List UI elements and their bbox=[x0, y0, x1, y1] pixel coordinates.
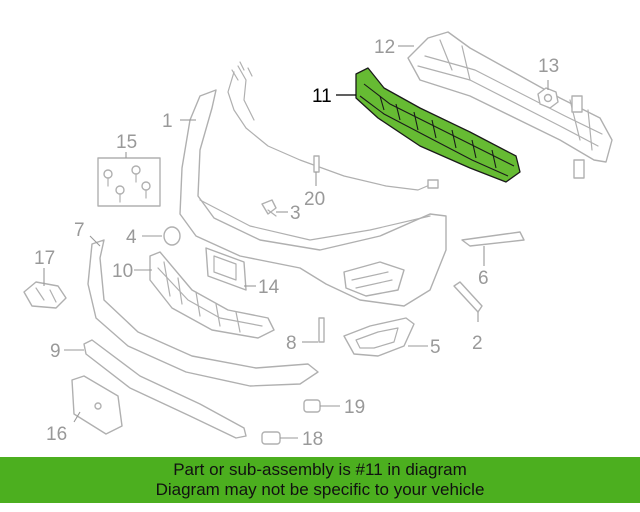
part-5-fog-bezel[interactable] bbox=[343, 317, 415, 357]
callout-4: 4 bbox=[126, 227, 137, 248]
callout-2: 2 bbox=[472, 333, 483, 354]
banner-line-2: Diagram may not be specific to your vehi… bbox=[155, 480, 485, 499]
callout-9: 9 bbox=[50, 341, 61, 362]
callout-18: 18 bbox=[302, 429, 323, 450]
part-7-lower-deflector[interactable] bbox=[87, 239, 319, 387]
part-15-bolt-kit[interactable] bbox=[97, 157, 161, 207]
part-4-cap[interactable] bbox=[163, 226, 181, 246]
part-17-bracket[interactable] bbox=[23, 281, 67, 309]
callout-1: 1 bbox=[162, 111, 173, 132]
callout-5: 5 bbox=[430, 337, 441, 358]
leader-7 bbox=[89, 235, 101, 247]
part-14-license-bracket[interactable] bbox=[205, 247, 247, 291]
callout-17: 17 bbox=[34, 248, 55, 269]
callout-19: 19 bbox=[344, 397, 365, 418]
leader-16 bbox=[73, 411, 81, 423]
part-3-push-pin[interactable] bbox=[261, 199, 277, 217]
callout-6: 6 bbox=[478, 268, 489, 289]
callout-14: 14 bbox=[258, 277, 280, 298]
part-1-bumper-cover[interactable] bbox=[179, 89, 447, 307]
part-9-lower-lip[interactable] bbox=[83, 339, 247, 439]
callout-10: 10 bbox=[112, 261, 133, 282]
parts-diagram: 1 2 3 4 5 6 7 8 9 10 11 12 13 14 15 16 1… bbox=[23, 31, 613, 450]
callout-15: 15 bbox=[116, 132, 137, 153]
part-16-shield[interactable] bbox=[71, 375, 123, 435]
part-notice-banner: Part or sub-assembly is #11 in diagram D… bbox=[0, 457, 640, 503]
banner-line-1: Part or sub-assembly is #11 in diagram bbox=[173, 460, 467, 479]
part-13-nut[interactable] bbox=[537, 87, 559, 109]
callout-7: 7 bbox=[74, 220, 85, 241]
callout-16: 16 bbox=[46, 424, 67, 445]
part-10-lower-grille[interactable] bbox=[149, 251, 275, 339]
callout-20: 20 bbox=[304, 189, 325, 210]
callout-13: 13 bbox=[538, 56, 559, 77]
callout-12: 12 bbox=[374, 37, 395, 58]
callout-8: 8 bbox=[286, 333, 297, 354]
callout-3: 3 bbox=[290, 203, 301, 224]
part-8-stud[interactable] bbox=[318, 317, 325, 343]
callout-11: 11 bbox=[312, 86, 332, 107]
part-6-bracket[interactable] bbox=[461, 231, 525, 247]
part-18-sensor[interactable] bbox=[261, 431, 281, 445]
part-12-reinforcement-beam[interactable] bbox=[407, 31, 613, 179]
part-11-energy-absorber[interactable] bbox=[355, 67, 521, 183]
part-19-sensor[interactable] bbox=[303, 399, 321, 413]
part-2-bracket[interactable] bbox=[453, 281, 483, 313]
